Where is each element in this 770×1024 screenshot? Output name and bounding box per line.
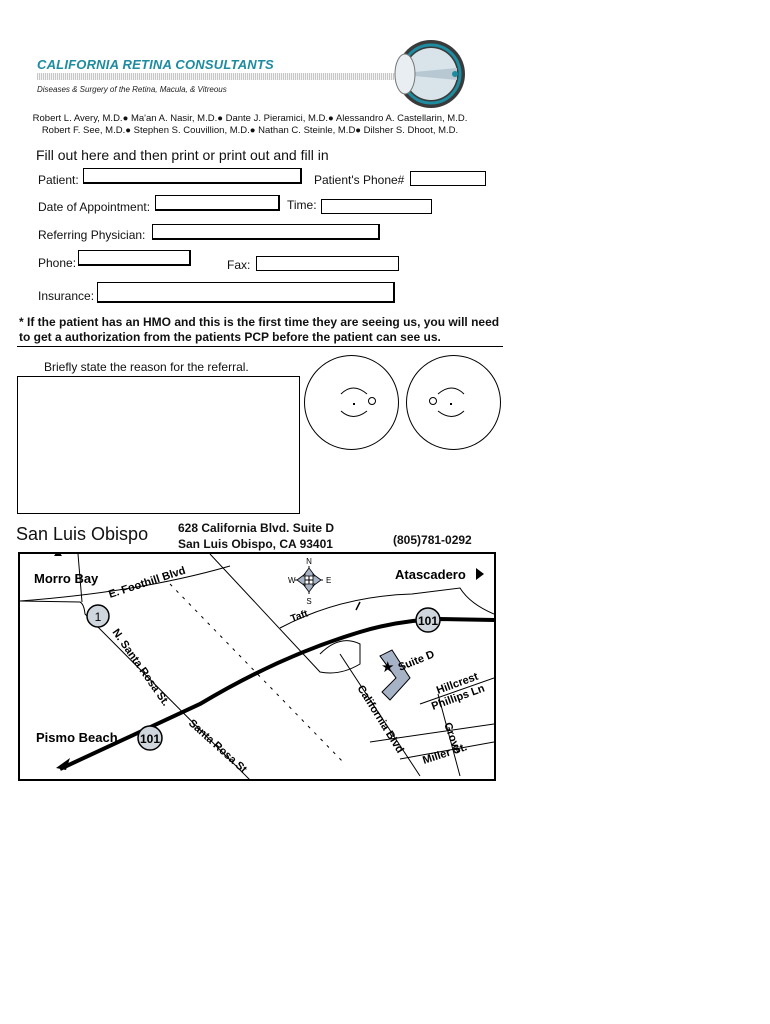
california-blvd-road (339, 653, 421, 777)
road-north (77, 554, 83, 603)
fax-field[interactable] (256, 256, 399, 271)
suite-label: Suite D (397, 648, 437, 673)
patient-phone-label: Patient's Phone# (314, 173, 405, 187)
santa-rosa-label: Santa Rosa St (186, 717, 249, 776)
referring-label: Referring Physician: (38, 228, 146, 242)
atascadero-label: Atascadero (395, 567, 466, 582)
directions-map: ★ 1 101 101 N S E W Morro Bay Atascadero… (18, 552, 496, 781)
miller-road (399, 741, 494, 760)
patient-label: Patient: (38, 173, 79, 187)
foothill-label: E. Foothill Blvd (107, 565, 187, 601)
right-eye-diagram[interactable] (304, 355, 399, 450)
patient-field[interactable] (83, 168, 302, 184)
office-building (379, 649, 411, 701)
south-arrow-icon (56, 758, 70, 770)
optic-disc-icon (340, 387, 376, 417)
santa-rosa-road (20, 600, 250, 779)
eye-logo-icon (393, 40, 465, 108)
patient-phone-field[interactable] (410, 171, 486, 186)
compass-n: N (306, 557, 312, 566)
n-santa-rosa-label: N. Santa Rosa St. (110, 627, 172, 708)
header-stripe (37, 73, 427, 80)
insurance-field[interactable] (97, 282, 395, 303)
time-field[interactable] (321, 199, 432, 214)
star-icon: ★ (381, 659, 394, 676)
fax-label: Fax: (227, 258, 251, 272)
address-line-2: San Luis Obispo, CA 93401 (178, 537, 333, 551)
appointment-field[interactable] (155, 195, 280, 211)
doctors-row-1: Robert L. Avery, M.D.● Ma'an A. Nasir, M… (32, 113, 468, 124)
miller-label: Miller St. (421, 741, 468, 767)
phone-field[interactable] (78, 250, 191, 266)
foothill-road (20, 565, 231, 602)
reason-label: Briefly state the reason for the referra… (44, 360, 249, 374)
instructions: Fill out here and then print or print ou… (36, 147, 329, 163)
left-eye-diagram[interactable] (406, 355, 501, 450)
city-title: San Luis Obispo (16, 524, 149, 544)
hillcrest-road (419, 677, 494, 705)
hwy-101-shield-east (415, 607, 441, 633)
hwy-101-label-south: 101 (140, 732, 160, 746)
insurance-label: Insurance: (38, 289, 95, 303)
time-label: Time: (287, 198, 317, 212)
tagline: Diseases & Surgery of the Retina, Macula… (37, 85, 227, 94)
compass-w: W (288, 576, 296, 585)
pismo-beach-label: Pismo Beach (36, 730, 118, 745)
phone-label: Phone: (38, 256, 77, 270)
california-blvd-label: California Blvd (354, 683, 405, 755)
california-road (209, 554, 361, 674)
morro-bay-label: Morro Bay (34, 571, 99, 586)
optic-disc-icon (429, 387, 465, 417)
hwy-101-shield-south (137, 725, 163, 751)
east-arrow-icon (476, 568, 484, 580)
divider (17, 346, 503, 347)
hmo-note: * If the patient has an HMO and this is … (19, 315, 500, 344)
compass-e: E (326, 576, 331, 585)
grove-road (437, 693, 461, 777)
taft-arrow (355, 601, 361, 611)
route-1-shield (86, 604, 110, 628)
brand-name: CALIFORNIA RETINA CONSULTANTS (37, 57, 274, 72)
north-arrow-icon (54, 554, 62, 556)
hwy-101-label-east: 101 (418, 614, 438, 628)
taft-road (279, 587, 494, 629)
referring-field[interactable] (152, 224, 380, 240)
appointment-label: Date of Appointment: (38, 200, 151, 214)
doctors-row-2: Robert F. See, M.D.● Stephen S. Couvilli… (41, 125, 459, 136)
railroad-track (169, 583, 346, 765)
phillips-road (369, 723, 494, 743)
route-1-label: 1 (95, 610, 102, 624)
address-line-1: 628 California Blvd. Suite D (178, 521, 335, 535)
office-phone: (805)781-0292 (393, 533, 472, 547)
reason-textarea[interactable] (17, 376, 300, 514)
compass-s: S (306, 597, 311, 606)
compass-arrows (296, 567, 322, 593)
taft-label: Taft (289, 608, 310, 625)
